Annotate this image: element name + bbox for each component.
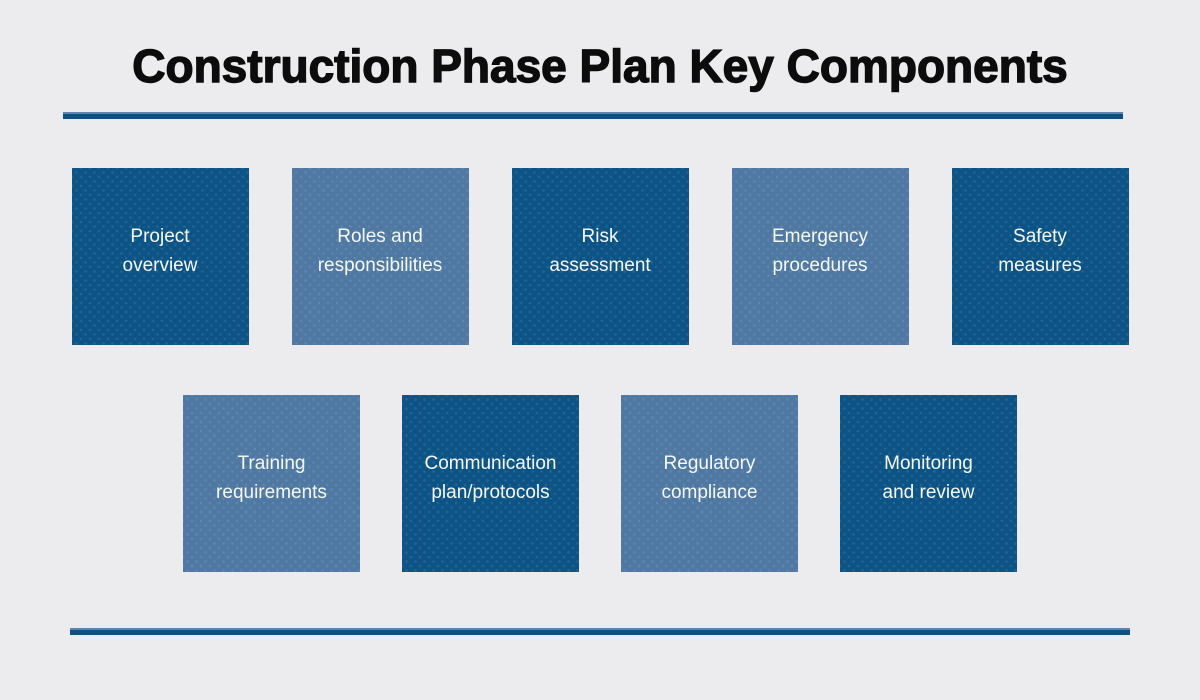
components-row-bottom: Training requirements Communication plan… (0, 395, 1200, 572)
components-row-top: Project overview Roles and responsibilit… (0, 168, 1200, 345)
box-label: Monitoring and review (882, 452, 975, 503)
box-label: Risk assessment (549, 225, 651, 276)
page-title: Construction Phase Plan Key Components (132, 39, 1069, 92)
box-label: Communication plan/protocols (424, 452, 557, 503)
box-label: Regulatory compliance (661, 452, 758, 503)
box-label: Training requirements (216, 452, 327, 503)
bottom-divider (70, 628, 1130, 635)
box-training-requirements: Training requirements (183, 395, 360, 572)
box-label: Safety measures (998, 225, 1082, 276)
box-emergency-procedures: Emergency procedures (732, 168, 909, 345)
box-risk-assessment: Risk assessment (512, 168, 689, 345)
top-divider (63, 112, 1123, 119)
box-project-overview: Project overview (72, 168, 249, 345)
box-communication-plan: Communication plan/protocols (402, 395, 579, 572)
box-roles-responsibilities: Roles and responsibilities (292, 168, 469, 345)
box-safety-measures: Safety measures (952, 168, 1129, 345)
box-label: Roles and responsibilities (317, 225, 443, 276)
box-label: Emergency procedures (771, 225, 869, 276)
box-regulatory-compliance: Regulatory compliance (621, 395, 798, 572)
box-monitoring-review: Monitoring and review (840, 395, 1017, 572)
box-label: Project overview (122, 225, 198, 276)
